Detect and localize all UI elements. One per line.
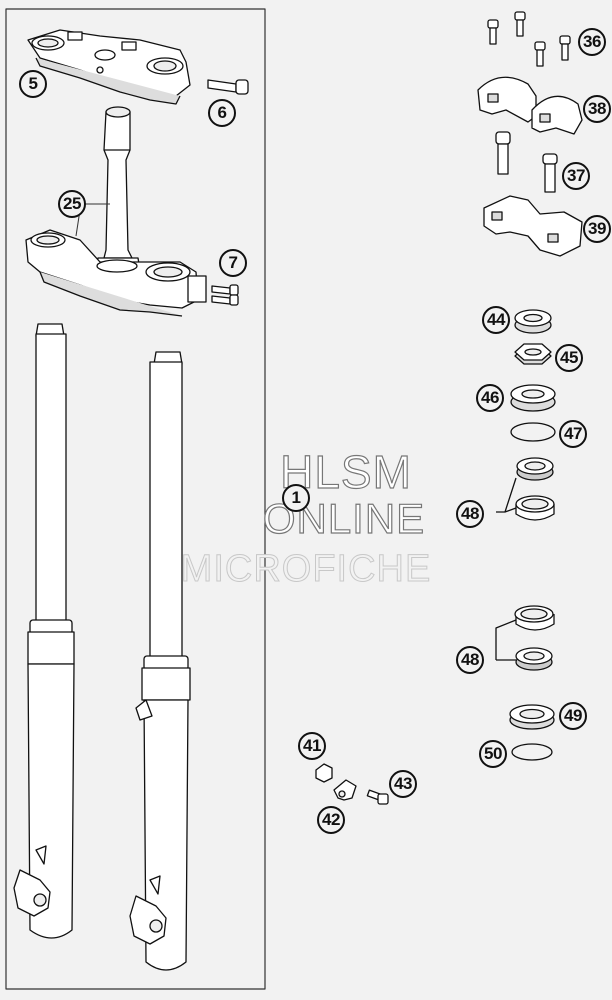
watermark-line-3: MICROFICHE (180, 548, 432, 591)
callout-1[interactable]: 1 (282, 484, 310, 512)
callout-48-upper[interactable]: 48 (456, 500, 484, 528)
upper-triple-clamp (27, 29, 191, 105)
callout-41[interactable]: 41 (298, 732, 326, 760)
nut-41 (315, 763, 333, 783)
bearing-48-lower (495, 605, 555, 671)
callout-48-lower[interactable]: 48 (456, 646, 484, 674)
bolts-36 (487, 11, 571, 67)
o-ring-50 (511, 743, 553, 761)
assembly-frame (5, 8, 266, 990)
dust-seal-49 (509, 704, 555, 730)
callout-36[interactable]: 36 (578, 28, 606, 56)
callout-7[interactable]: 7 (219, 249, 247, 277)
callout-37[interactable]: 37 (562, 162, 590, 190)
callout-46[interactable]: 46 (476, 384, 504, 412)
callout-25[interactable]: 25 (58, 190, 86, 218)
bolts-37 (495, 131, 558, 193)
fork-leg-left (13, 323, 75, 939)
upper-clamps-38 (477, 76, 583, 135)
bracket-42 (333, 779, 357, 801)
callout-6[interactable]: 6 (208, 99, 236, 127)
lower-triple-clamp (25, 229, 207, 317)
bolt-6 (207, 79, 249, 95)
lower-clamp-39 (483, 195, 583, 257)
bolt-43 (366, 789, 389, 805)
callout-45[interactable]: 45 (555, 344, 583, 372)
hex-nut-45 (514, 343, 552, 365)
callout-50[interactable]: 50 (479, 740, 507, 768)
bearing-48-upper (496, 457, 555, 521)
steering-nut-44 (514, 309, 552, 334)
callout-49[interactable]: 49 (559, 702, 587, 730)
callout-44[interactable]: 44 (482, 306, 510, 334)
callout-38[interactable]: 38 (583, 95, 611, 123)
bolts-7 (211, 284, 239, 306)
callout-42[interactable]: 42 (317, 806, 345, 834)
callout-5[interactable]: 5 (19, 70, 47, 98)
fork-leg-right (129, 351, 191, 971)
callout-39[interactable]: 39 (583, 215, 611, 243)
callout-47[interactable]: 47 (559, 420, 587, 448)
callout-43[interactable]: 43 (389, 770, 417, 798)
washer-46 (510, 384, 556, 412)
steering-stem (95, 106, 141, 271)
o-ring-47 (510, 422, 556, 442)
